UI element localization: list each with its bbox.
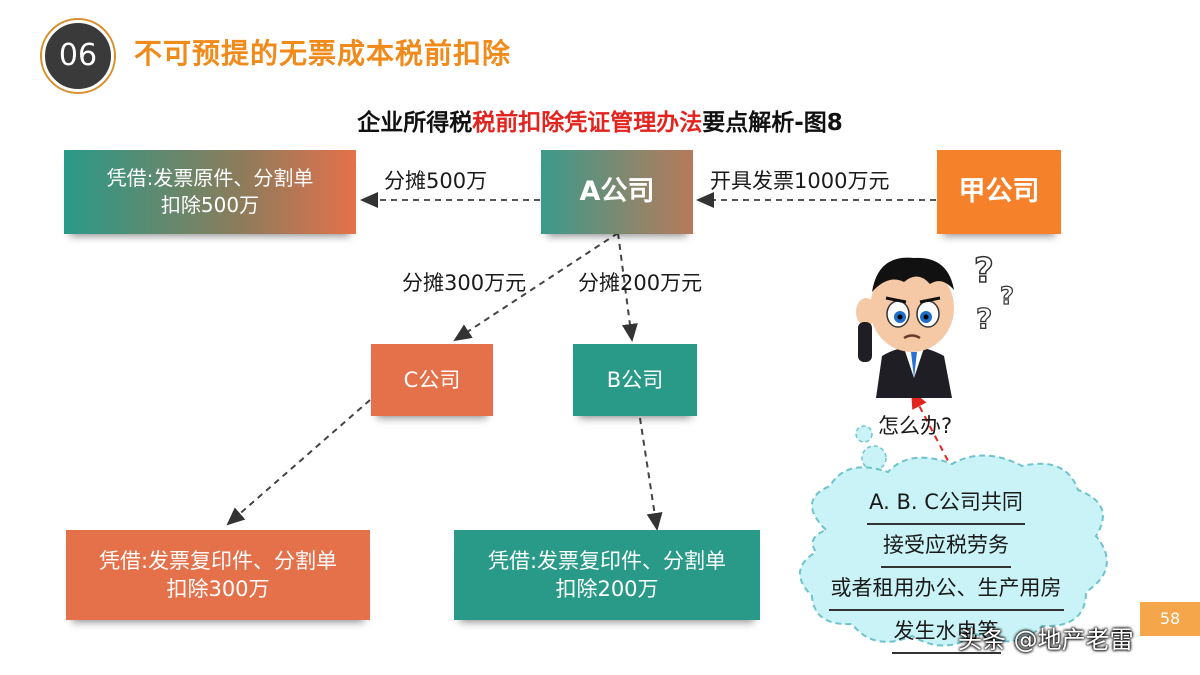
arrow-a-to-b [617, 232, 638, 342]
node-a-company: A公司 [541, 150, 693, 234]
node-top-left-box: 凭借:发票原件、分割单 扣除500万 [64, 150, 356, 234]
cloud-line-3: 或者租用办公、生产用房 [828, 568, 1064, 611]
svg-text:?: ? [1000, 282, 1014, 310]
arrow-b-to-bottom-mid [639, 417, 663, 531]
thought-cloud [799, 425, 1108, 647]
subtitle-part1: 企业所得税 [357, 110, 473, 136]
edge-label-a-to-b: 分摊200万元 [578, 271, 703, 295]
node-bottom-left-line1: 凭借:发票复印件、分割单 [98, 548, 338, 573]
cloud-line-1: A. B. C公司共同 [867, 482, 1025, 525]
node-top-left-line1: 凭借:发票原件、分割单 [106, 166, 314, 190]
edge-label-jia-to-a: 开具发票1000万元 [710, 169, 890, 193]
watermark-text: 头条 @地产老雷 [958, 626, 1134, 654]
section-title: 不可预提的无票成本税前扣除 [134, 37, 512, 70]
node-top-left-line2: 扣除500万 [160, 193, 260, 217]
node-bottom-mid-line2: 扣除200万 [555, 577, 659, 601]
node-jia-company: 甲公司 [937, 150, 1061, 234]
diagram-subtitle: 企业所得税税前扣除凭证管理办法要点解析-图8 [0, 103, 1200, 137]
node-c-company-label: C公司 [403, 367, 461, 392]
svg-text:?: ? [976, 302, 992, 335]
node-b-company-label: B公司 [606, 367, 664, 392]
node-bottom-left-line2: 扣除300万 [166, 577, 270, 601]
section-number-badge: 06 [42, 20, 114, 92]
node-bottom-left-box: 凭借:发票复印件、分割单 扣除300万 [66, 530, 370, 620]
node-a-company-label: A公司 [579, 175, 655, 207]
cloud-line-4: 发生水电等 [891, 611, 1001, 654]
cloud-text-block: A. B. C公司共同 接受应税劳务 或者租用办公、生产用房 发生水电等 [796, 482, 1096, 654]
subtitle-part2: 要点解析-图8 [702, 110, 843, 136]
node-b-company: B公司 [573, 344, 697, 416]
svg-text:?: ? [974, 251, 994, 291]
cloud-line-2: 接受应税劳务 [881, 525, 1011, 568]
node-bottom-mid-line1: 凭借:发票复印件、分割单 [487, 548, 727, 573]
node-bottom-mid-box: 凭借:发票复印件、分割单 扣除200万 [454, 530, 760, 620]
node-jia-company-label: 甲公司 [958, 175, 1040, 207]
page-number: 58 [1140, 602, 1200, 636]
question-text: 怎么办? [878, 414, 953, 438]
subtitle-highlight: 税前扣除凭证管理办法 [472, 110, 703, 136]
edge-label-a-to-c: 分摊300万元 [402, 271, 527, 295]
confused-man-illustration: ? ? ? [856, 250, 1015, 398]
node-c-company: C公司 [371, 344, 493, 416]
arrow-c-to-bottom-left [226, 399, 371, 526]
edge-label-a-to-left: 分摊500万 [384, 169, 488, 193]
